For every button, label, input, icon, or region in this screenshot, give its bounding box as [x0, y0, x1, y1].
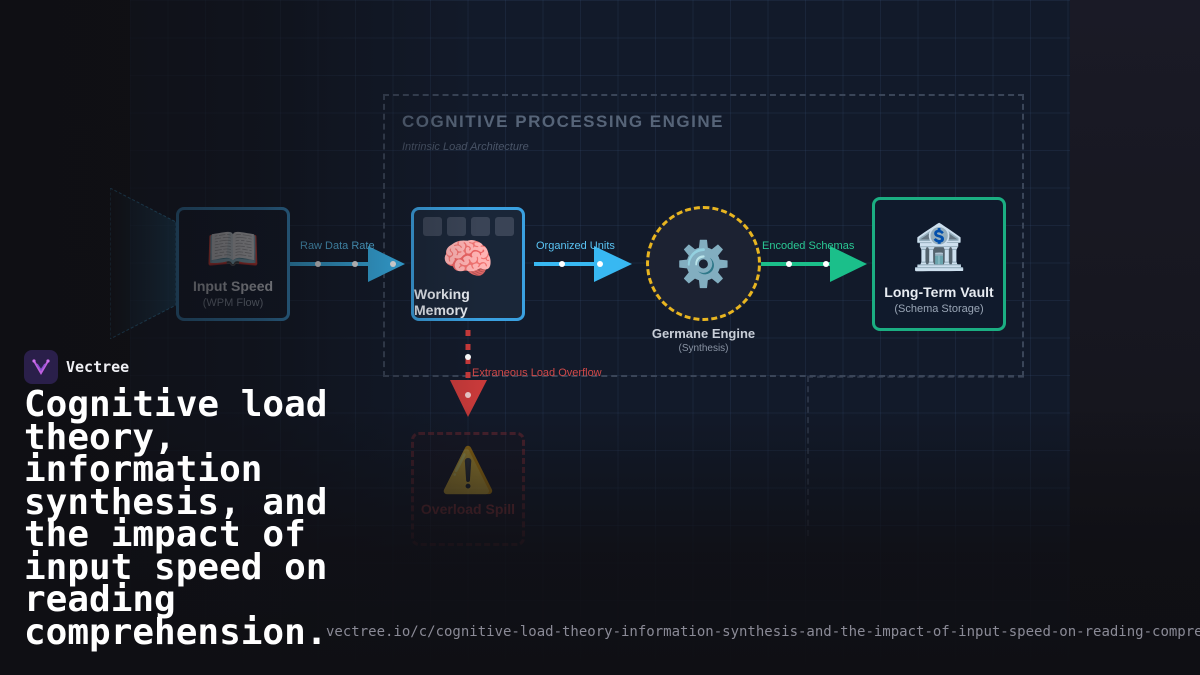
memory-slots — [422, 217, 514, 236]
vectree-logo-icon — [24, 350, 58, 384]
long-term-vault-node: 🏦 Long-Term Vault (Schema Storage) — [872, 197, 1006, 331]
engine-boundary-extension — [807, 376, 1024, 536]
memory-slot — [422, 217, 442, 236]
memory-slot — [494, 217, 514, 236]
page-url[interactable]: vectree.io/c/cognitive-load-theory-infor… — [326, 624, 1200, 640]
memory-slot — [446, 217, 466, 236]
flow-label-organized: Organized Units — [536, 240, 615, 252]
germane-engine-subtitle: (Synthesis) — [678, 343, 729, 354]
working-memory-title: Working Memory — [414, 286, 470, 318]
input-funnel — [110, 188, 176, 339]
input-speed-node: 📖 Input Speed (WPM Flow) — [176, 207, 290, 321]
brand-name: Vectree — [66, 358, 130, 376]
overload-spill-title: Overload Spill — [420, 501, 516, 517]
germane-engine-title: Germane Engine — [651, 326, 756, 341]
gear-icon: ⚙️ — [676, 239, 731, 289]
bank-icon: 🏦 — [911, 223, 967, 272]
open-book-icon: 📖 — [205, 225, 261, 274]
flow-label-encoded: Encoded Schemas — [762, 240, 855, 252]
right-background — [1070, 0, 1200, 675]
working-memory-node: 🧠 Working Memory — [411, 207, 525, 321]
input-speed-title: Input Speed — [192, 278, 274, 294]
flow-label-raw: Raw Data Rate — [300, 240, 375, 252]
brain-icon: 🧠 — [441, 235, 495, 282]
brand[interactable]: Vectree — [24, 350, 129, 384]
warning-icon: ⚠️ — [440, 446, 496, 495]
long-term-vault-title: Long-Term Vault — [884, 284, 994, 300]
page-title: Cognitive load theory, information synth… — [24, 384, 328, 653]
engine-subtitle: Intrinsic Load Architecture — [402, 141, 529, 153]
memory-slot — [470, 217, 490, 236]
germane-engine-node: ⚙️ — [646, 206, 761, 321]
input-speed-subtitle: (WPM Flow) — [202, 297, 264, 309]
overload-spill-node: ⚠️ Overload Spill — [411, 432, 525, 546]
engine-title: COGNITIVE PROCESSING ENGINE — [402, 112, 724, 131]
flow-label-overflow: Extraneous Load Overflow — [472, 367, 602, 379]
long-term-vault-subtitle: (Schema Storage) — [894, 303, 984, 315]
